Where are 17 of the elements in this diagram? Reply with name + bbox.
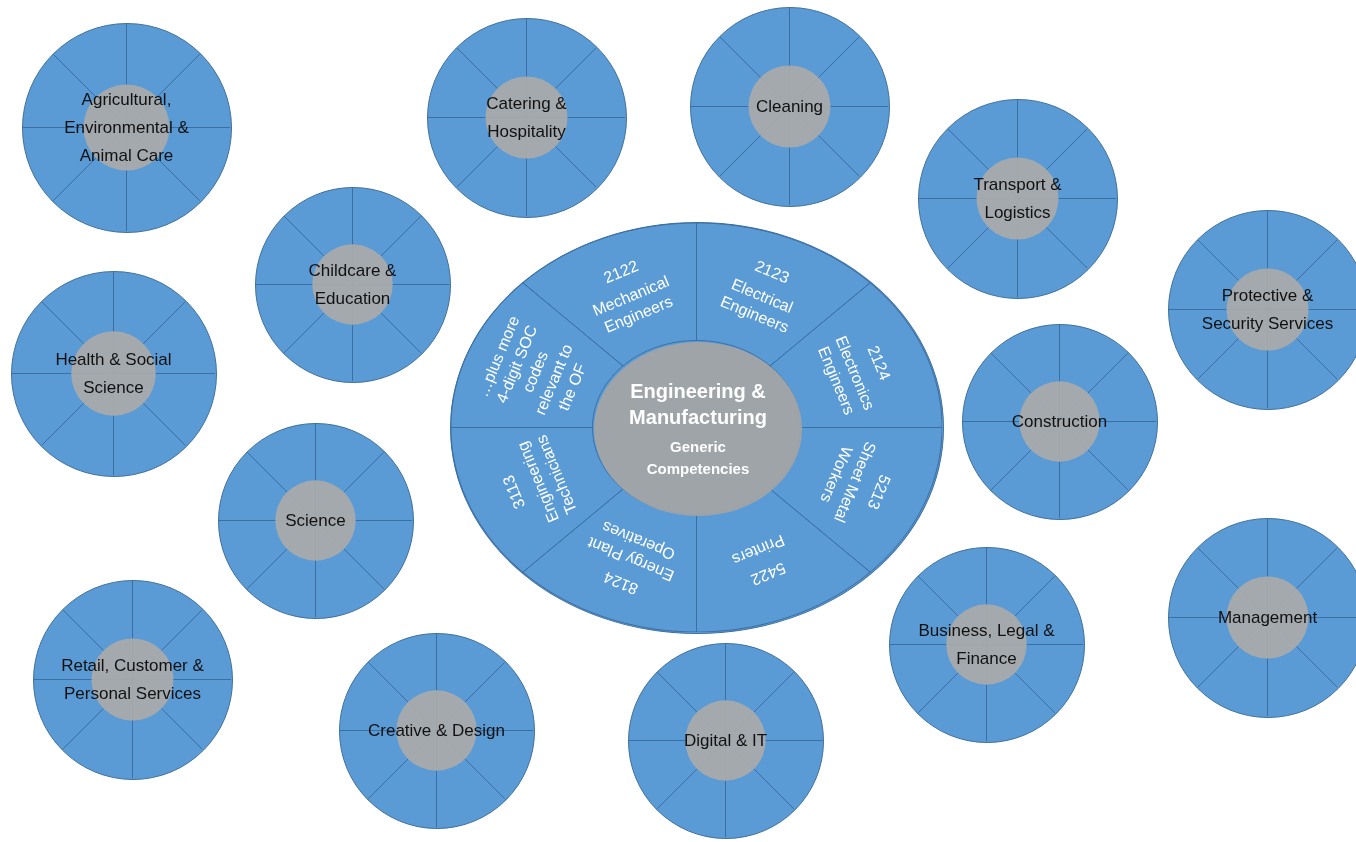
wheel-label: Agricultural, Environmental & Animal Care	[63, 88, 190, 167]
wheel-label: Transport & Logistics	[972, 173, 1063, 224]
code-number: 5422	[748, 559, 789, 589]
wheel-label: Digital & IT	[682, 729, 769, 752]
hub-title: Engineering & Manufacturing	[628, 379, 768, 430]
wheel-label: Science	[284, 509, 347, 532]
wheel-label: Construction	[1010, 410, 1109, 433]
wheel-label: Cleaning	[754, 95, 825, 118]
wheel-label: Management	[1216, 606, 1319, 629]
wheel-label: Creative & Design	[367, 719, 506, 742]
hub-subtitle: Generic Competencies	[645, 437, 751, 479]
wheel-label: Business, Legal & Finance	[917, 619, 1056, 670]
wheel-label: Catering & Hospitality	[485, 92, 568, 143]
wheel-label: Protective & Security Services	[1200, 284, 1335, 335]
wheel-label: Retail, Customer & Personal Services	[60, 654, 205, 705]
wheel-label: Childcare & Education	[307, 259, 398, 310]
wheel-label: Health & Social Science	[54, 348, 173, 399]
